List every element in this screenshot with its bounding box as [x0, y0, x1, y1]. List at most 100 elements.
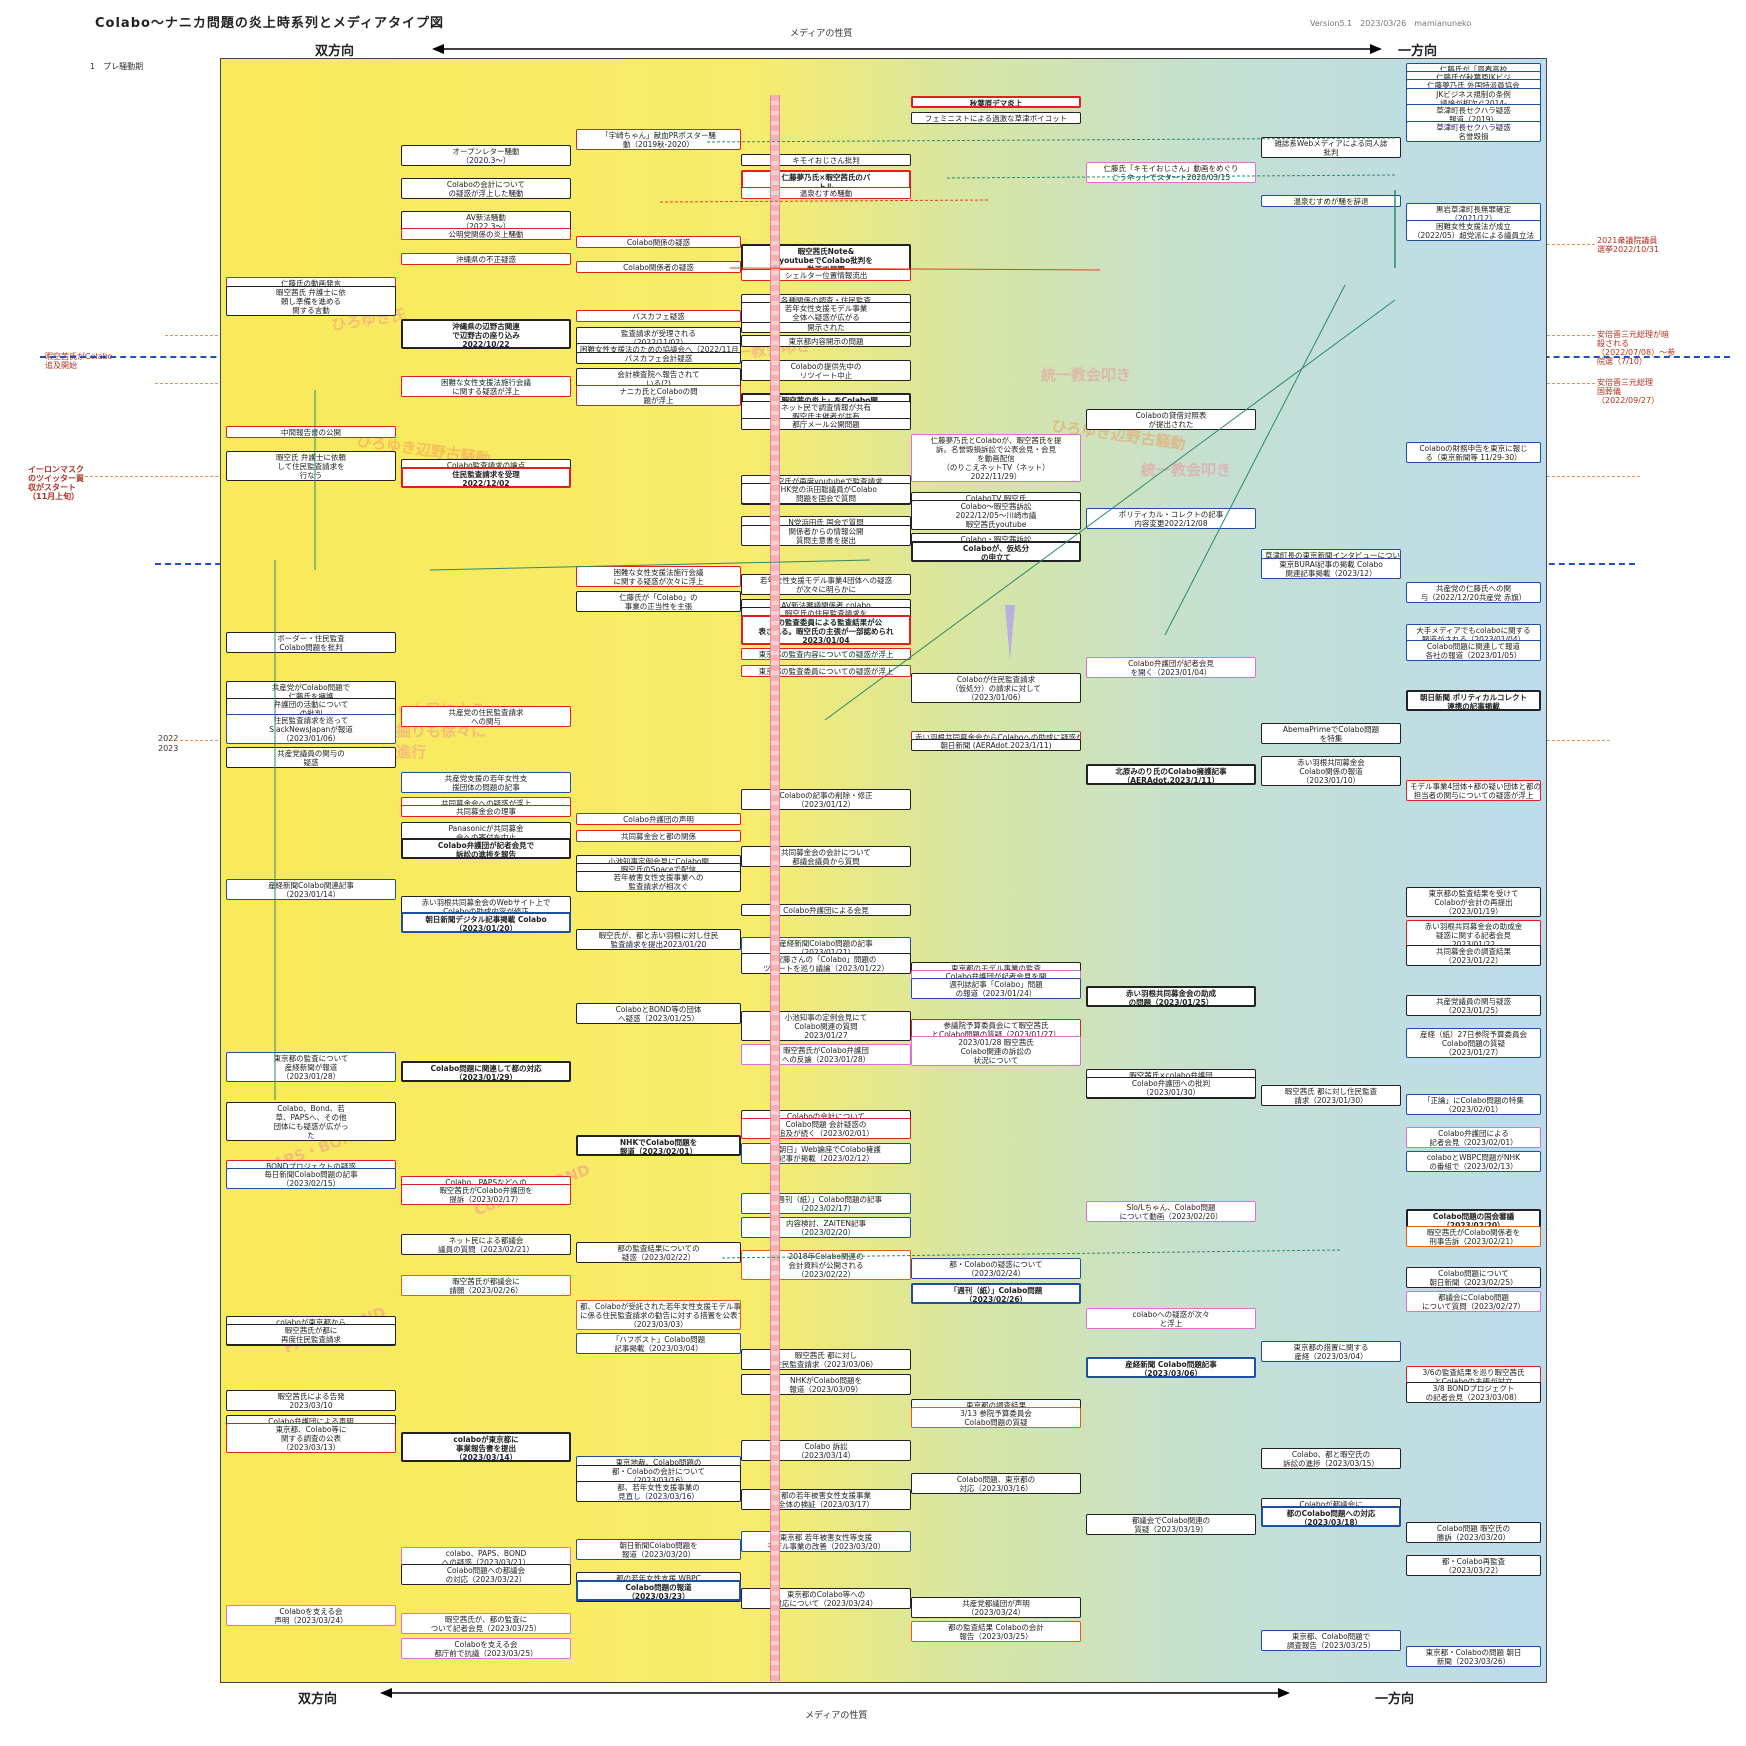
- side-label-abe1: 安倍晋三元総理が暗 殺される （2022/07/08）～参 院選（7/10）: [1597, 330, 1676, 366]
- event-box: 東京都、Colabo等に 関する調査の公表 （2023/03/13）: [226, 1423, 396, 1454]
- event-box: ネット民による都議会 議員の質問（2023/02/21）: [401, 1233, 571, 1255]
- event-box: 暇空茜氏 都に対し住民監査 請求（2023/01/30）: [1261, 1085, 1401, 1107]
- event-box: 都の監査結果 Colaboの会計 報告（2023/03/25）: [911, 1621, 1081, 1643]
- event-box: colaboへの疑惑が次々 と浮上: [1086, 1307, 1256, 1329]
- event-box: Colabo問題について 朝日新聞（2023/02/25）: [1406, 1266, 1541, 1288]
- event-box: 困難な女性支援法施行会議 に関する疑惑が次々に浮上: [576, 565, 741, 587]
- event-box: 2018年Colabo関連の 会計資料が公開される （2023/02/22）: [741, 1250, 911, 1281]
- event-box: 都・Colaboの疑惑について （2023/02/24）: [911, 1258, 1081, 1280]
- event-box: Colabo弁護団による会見: [741, 903, 911, 916]
- event-box: ナニカ氏とColaboの問 題が浮上: [576, 384, 741, 406]
- event-box: Colaboを支える会 都庁前で抗議（2023/03/25）: [401, 1637, 571, 1659]
- version-label: Version5.1 2023/03/26 mamianuneko: [1310, 19, 1472, 28]
- event-box: 暇空茜氏による告発 2023/03/10: [226, 1390, 396, 1412]
- event-box: Colabo弁護団による 記者会見（2023/02/01）: [1406, 1126, 1541, 1148]
- axis-caption-top: メディアの性質: [790, 29, 853, 39]
- axis-left-label-top: 双方向: [315, 44, 355, 59]
- event-box: Colabo弁護団の声明: [576, 813, 741, 826]
- event-box: 「ハフポスト」Colabo問題 記事掲載（2023/03/04）: [576, 1332, 741, 1354]
- event-box: 都の監査結果についての 疑惑（2023/02/22）: [576, 1242, 741, 1263]
- event-box: 暇空氏 弁護士に依頼 して住民監査請求を 行なう: [226, 450, 396, 481]
- side-label-2022: 2022: [158, 734, 179, 743]
- event-box: 東京都の監査について 産経新聞が報道 （2023/01/28）: [226, 1052, 396, 1083]
- event-box: 小池知事の定例会見にて Colabo関連の質問 2023/01/27: [741, 1011, 911, 1042]
- axis-arrow-top: [432, 44, 1382, 54]
- event-box: Colaboの提供先中の リツイート中止: [741, 359, 911, 381]
- event-box: シェルター位置情報流出: [741, 269, 911, 282]
- event-box: 中間報告書の公開: [226, 425, 396, 438]
- event-box: 暇空茜氏がColabo関係者を 刑事告訴（2023/02/21）: [1406, 1225, 1541, 1247]
- event-box: 3/8 BONDプロジェクト の記者会見（2023/03/08）: [1406, 1382, 1541, 1404]
- axis-arrow-bottom: [380, 1688, 1290, 1698]
- event-box: 都議会にColabo問題 について質問（2023/02/27）: [1406, 1291, 1541, 1313]
- event-box: 住民監査請求を巡って SlackNewsJapanが報道 （2023/01/06…: [226, 714, 396, 745]
- event-box: 黒岩草津町長無罪確定 （2021/12）: [1406, 203, 1541, 225]
- event-box: 東京都の措置に関する 産経（2023/03/04）: [1261, 1340, 1401, 1362]
- timeline-spine: [770, 95, 780, 1681]
- event-box: Colabo関係者の疑惑: [576, 260, 741, 273]
- event-box: 温泉むすめが騒を辞退: [1261, 194, 1401, 207]
- axis-left-label-bottom: 双方向: [298, 1692, 338, 1707]
- event-box: 共産党都議団が声明 （2023/03/24）: [911, 1596, 1081, 1618]
- event-box: 仁藤氏「キモイおじさん」動画をめぐり こうネットでスタート2020/03/15: [1086, 161, 1256, 183]
- event-box: 共産党支援の若年女性支 援団体の問題の記事: [401, 772, 571, 794]
- period-label: 1 プレ騒動期: [90, 62, 144, 71]
- event-box: Colabo 訴訟 （2023/03/14）: [741, 1439, 911, 1461]
- event-box: Colaboの貸借対照表 が提出された: [1086, 409, 1256, 431]
- event-box: Colabo弁護団が記者会見 を開く（2023/01/04）: [1086, 656, 1256, 678]
- event-box: 都、Colaboが受託された若年女性支援モデル事業 に係る住民監査請求の勧告に対…: [576, 1299, 741, 1330]
- event-box: 雑誌系Webメディアによる同人誌 批判: [1261, 137, 1401, 159]
- event-box: 東京都・Colaboの問題 朝日 新聞（2023/03/26）: [1406, 1646, 1541, 1667]
- event-box: 仁藤氏が「Colabo」の 事業の正当性を主張: [576, 590, 741, 612]
- event-box: 2023/01/28 暇空茜氏 Colabo関連の訴訟の 状況について: [911, 1035, 1081, 1066]
- event-box: Colabo、Bond、若 草、PAPSへ、その他 団体にも疑惑が広がっ た: [226, 1101, 396, 1141]
- event-box: 暇空茜氏 都に対し 住民監査請求（2023/03/06）: [741, 1349, 911, 1371]
- axis-right-label-top: 一方向: [1398, 44, 1438, 59]
- event-box: 暇空茜氏が都に 再度住民監査請求: [226, 1324, 396, 1346]
- event-box: 都の監査委員による監査結果が公 表される。暇空氏の主張が一部認められ 2023/…: [741, 615, 911, 646]
- watermark-text: 統一教会叩き: [1141, 461, 1232, 479]
- event-box: モデル事業4団体+都の疑い団体と都の 担当者の関与についての疑惑が浮上: [1406, 780, 1541, 802]
- event-box: 共産党議員の関与疑惑 （2023/01/25）: [1406, 994, 1541, 1016]
- event-box: Colabo問題の報道 （2023/03/23）: [576, 1580, 741, 1602]
- event-box: Colaboが住民監査請求 （仮処分）の請求に対して （2023/01/06）: [911, 673, 1081, 704]
- side-label-musk: イーロンマスク のツイッター買 収がスタート （11月上旬）: [28, 465, 84, 501]
- event-box: 産経（紙）27日参院予算委員会 Colabo問題の質疑 （2023/01/27）: [1406, 1027, 1541, 1058]
- event-box: 安藤さんの「Colabo」問題の ツイートを巡り議論（2023/01/22）: [741, 953, 911, 975]
- event-box: 週刊誌記事「Colabo」問題 の報道（2023/01/24）: [911, 978, 1081, 1000]
- event-box: 秋葉原デマ炎上: [911, 95, 1081, 108]
- event-box: Colabo問題に関連して都の対応 （2023/01/29）: [401, 1060, 571, 1082]
- event-box: 共同募金会と都の関係: [576, 829, 741, 842]
- event-box: 朝日新聞Colabo問題を 報道（2023/03/20）: [576, 1538, 741, 1560]
- event-box: ポリティカル・コレクトの記事 内容変更2022/12/08: [1086, 508, 1256, 530]
- event-box: 東京都 若年被害女性等支援 モデル事業の改善（2023/03/20）: [741, 1530, 911, 1552]
- event-box: 内容検討、ZAITEN記事 （2023/02/20）: [741, 1217, 911, 1239]
- side-label-colabo-follow: 暇空茜氏がColabo 追及開始: [45, 352, 113, 370]
- event-box: 東京都の監査内容についての疑惑が浮上: [741, 648, 911, 661]
- event-box: 温泉むすめ騒動: [741, 186, 911, 199]
- event-box: 沖縄県の辺野古関連 で辺野古の座り込み 2022/10/22: [401, 318, 571, 349]
- side-label-abe2: 安倍晋三元総理 国葬儀 （2022/09/27）: [1597, 378, 1660, 405]
- event-box: colaboが東京都に 事業報告書を提出 （2023/03/14）: [401, 1431, 571, 1462]
- event-box: 東京都の監査委員についての疑惑が浮上: [741, 664, 911, 677]
- event-box: 若年女性支援モデル事業4団体への疑惑 が次々に明らかに: [741, 574, 911, 596]
- event-box: 暇空茜氏 弁護士に依 頼し準備を進める 関する言動: [226, 285, 396, 316]
- event-box: 暇空茜氏がColabo弁護団 への反論（2023/01/28）: [741, 1044, 911, 1066]
- event-box: 都庁メール公開問題: [741, 417, 911, 430]
- event-box: Colabo問題、東京都の 対応（2023/03/16）: [911, 1472, 1081, 1494]
- event-box: 北原みのり氏のColabo擁護記事 （AERAdot.2023/1/11）: [1086, 763, 1256, 785]
- event-box: colaboとWBPC問題がNHK の番組で（2023/02/13）: [1406, 1151, 1541, 1173]
- event-box: 産経新聞Colabo関連記事 （2023/01/14）: [226, 879, 396, 901]
- event-box: Colabo問題 会計疑惑の 追及が続く（2023/02/01）: [741, 1118, 911, 1140]
- event-box: 関係者からの情報公開 質問主意書を提出: [741, 524, 911, 546]
- event-box: 東京都内容開示の問題: [741, 335, 911, 348]
- event-box: 暇空茜氏が、都の監査に ついて記者会見（2023/03/25）: [401, 1613, 571, 1635]
- event-box: フェミニストによる過激な草津ボイコット: [911, 112, 1081, 125]
- event-box: 「宇崎ちゃん」献血PRポスター騒 動（2019秋-2020）: [576, 128, 741, 150]
- event-box: 大手メディアでもcolaboに関する 報道がされる（2023/01/04）: [1406, 623, 1541, 645]
- event-box: 都、若年女性支援事業の 見直し（2023/03/16）: [576, 1481, 741, 1503]
- watermark-text: 統一教会叩き: [1041, 366, 1132, 384]
- event-box: 産経新聞 Colabo問題記事 （2023/03/06）: [1086, 1357, 1256, 1379]
- event-box: 共産党議員の関与の 疑惑: [226, 747, 396, 769]
- event-box: Colabo弁護団への批判 （2023/01/30）: [1086, 1077, 1256, 1099]
